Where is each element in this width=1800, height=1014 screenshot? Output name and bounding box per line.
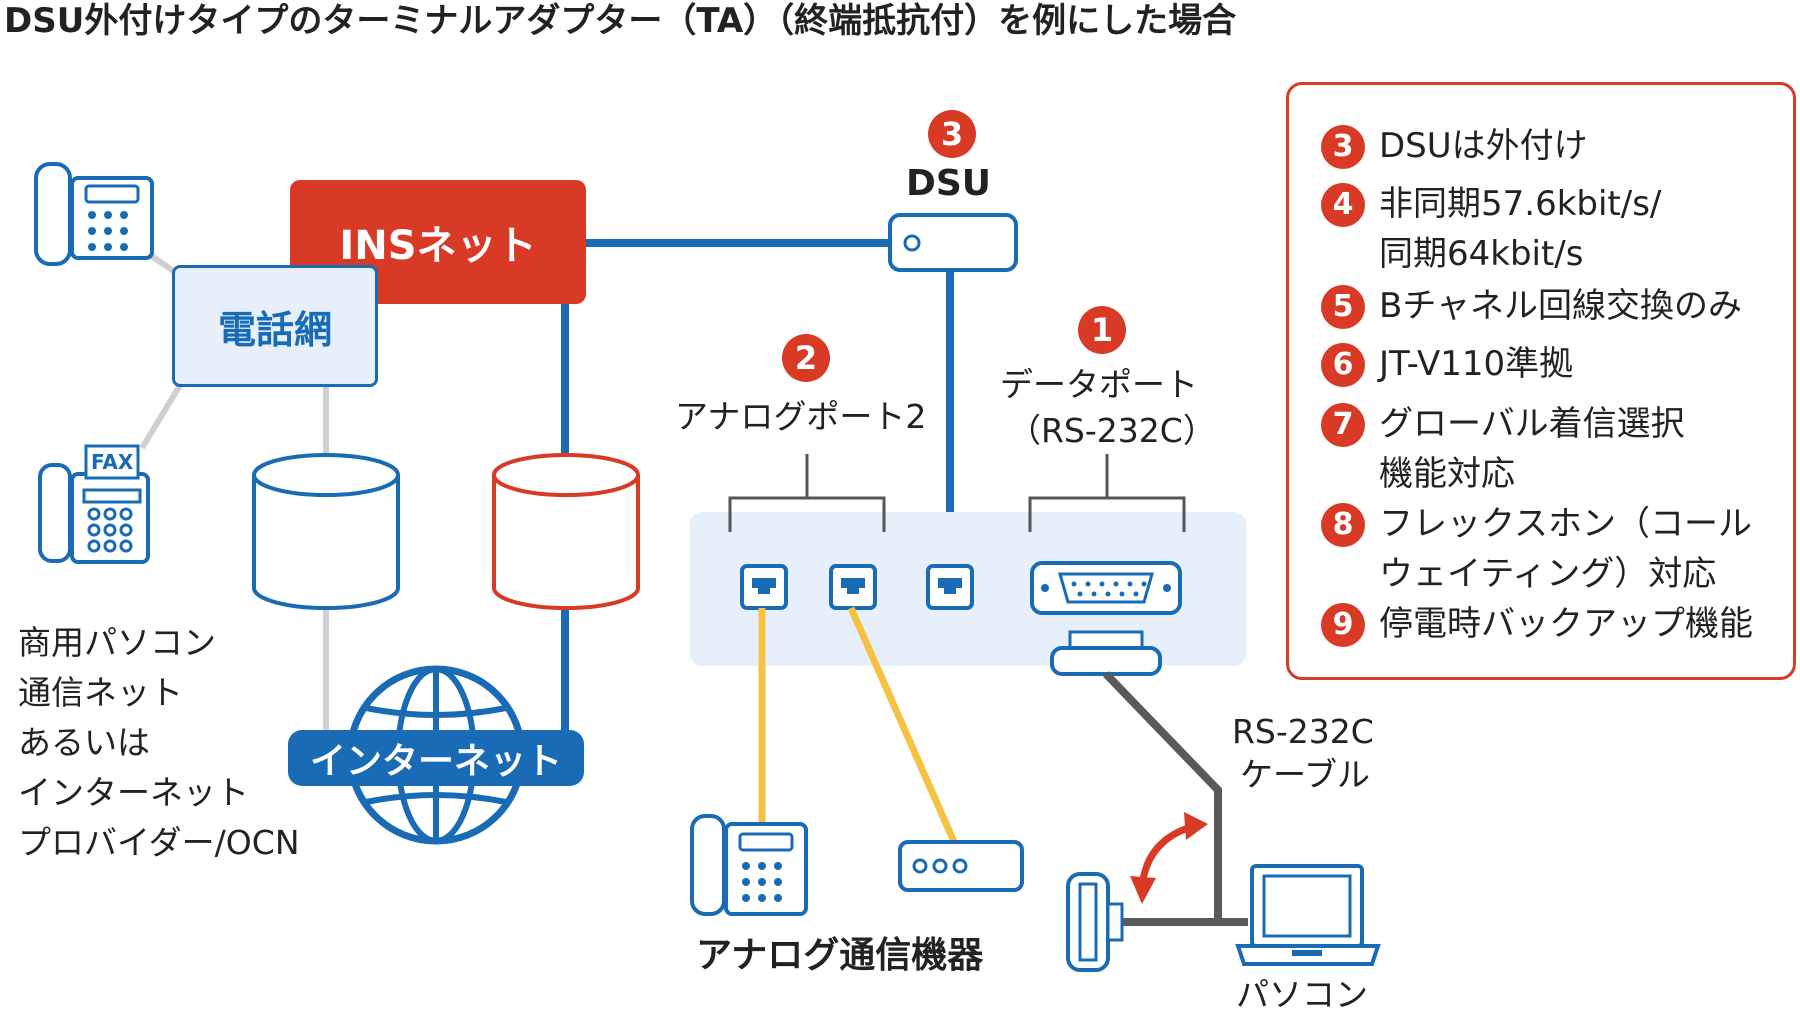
isp-label: 商用パソコン 通信ネット あるいは インターネット プロバイダー/OCN — [18, 618, 300, 868]
isp-label-line: 通信ネット — [18, 673, 183, 712]
legend-text: DSUは外付け — [1379, 126, 1588, 166]
database-cylinder-red — [492, 453, 640, 610]
legend-badge: 4 — [1321, 183, 1365, 227]
cable-label-line2: ケーブル — [1240, 755, 1371, 794]
data-port-label: データポート — [1000, 365, 1198, 404]
fax-machine-icon — [38, 444, 150, 564]
fax-to-telnet-line — [139, 380, 185, 450]
fax-label: FAX — [91, 450, 134, 474]
legend-badge: 9 — [1321, 603, 1365, 647]
isp-label-line: あるいは — [18, 723, 150, 762]
pc-label: パソコン — [1236, 975, 1368, 1014]
analog-port-1 — [740, 564, 788, 610]
ins-network-box: INSネット — [290, 180, 586, 304]
legend-badge: 7 — [1321, 403, 1365, 447]
laptop-icon — [1235, 864, 1381, 966]
data-port-sublabel: （RS-232C） — [1008, 411, 1216, 450]
legend-badge: 3 — [1321, 125, 1365, 169]
isp-label-line: 商用パソコン — [18, 623, 216, 662]
legend-text: JT-V110準拠 — [1379, 344, 1574, 384]
rs232c-cable — [1103, 671, 1248, 926]
legend-text: グローバル着信選択 — [1379, 404, 1685, 444]
telephone-icon — [34, 162, 154, 266]
analog-port-label: アナログポート2 — [675, 397, 927, 436]
legend-text: 停電時バックアップ機能 — [1379, 604, 1753, 644]
legend-text: 非同期57.6kbit/s/ — [1379, 184, 1662, 224]
connect-arrow-icon — [1130, 812, 1208, 904]
database-cylinder-blue — [252, 453, 400, 610]
feature-legend: 3 DSUは外付け 4 非同期57.6kbit/s/ 同期64kbit/s 5 … — [1286, 82, 1796, 680]
dsu-label: DSU — [906, 163, 992, 204]
analog-port-bracket — [728, 454, 886, 532]
pc-connector-plug — [1066, 872, 1124, 972]
analog-port-badge: 2 — [782, 334, 830, 382]
analog-telephone-icon — [690, 814, 808, 916]
analog-cable-2 — [847, 606, 959, 846]
legend-text: フレックスホン（コール — [1379, 504, 1752, 544]
isp-label-line: インターネット — [18, 773, 249, 812]
legend-text: ウェイティング）対応 — [1379, 554, 1717, 594]
legend-badge: 6 — [1321, 343, 1365, 387]
legend-badge: 8 — [1321, 503, 1365, 547]
analog-port-2 — [829, 564, 877, 610]
legend-text: 同期64kbit/s — [1379, 234, 1584, 274]
rs232c-port — [1030, 561, 1182, 615]
cable-label: RS-232C — [1232, 712, 1374, 751]
legend-text: 機能対応 — [1379, 454, 1515, 494]
modem-icon — [898, 840, 1024, 892]
isp-label-line: プロバイダー/OCN — [18, 823, 300, 862]
isdn-port — [926, 564, 974, 610]
internet-box: インターネット — [288, 730, 584, 786]
telephone-network-box: 電話網 — [172, 265, 378, 387]
legend-badge: 5 — [1321, 285, 1365, 329]
rs232c-plug — [1050, 630, 1162, 676]
data-port-badge: 1 — [1078, 306, 1126, 354]
dsu-badge: 3 — [928, 110, 976, 158]
page-title: DSU外付けタイプのターミナルアダプター（TA）（終端抵抗付）を例にした場合 — [4, 1, 1237, 41]
dsu-device — [888, 213, 1018, 272]
legend-text: Bチャネル回線交換のみ — [1379, 286, 1742, 326]
data-port-bracket — [1028, 454, 1186, 532]
analog-devices-label: アナログ通信機器 — [696, 935, 984, 976]
